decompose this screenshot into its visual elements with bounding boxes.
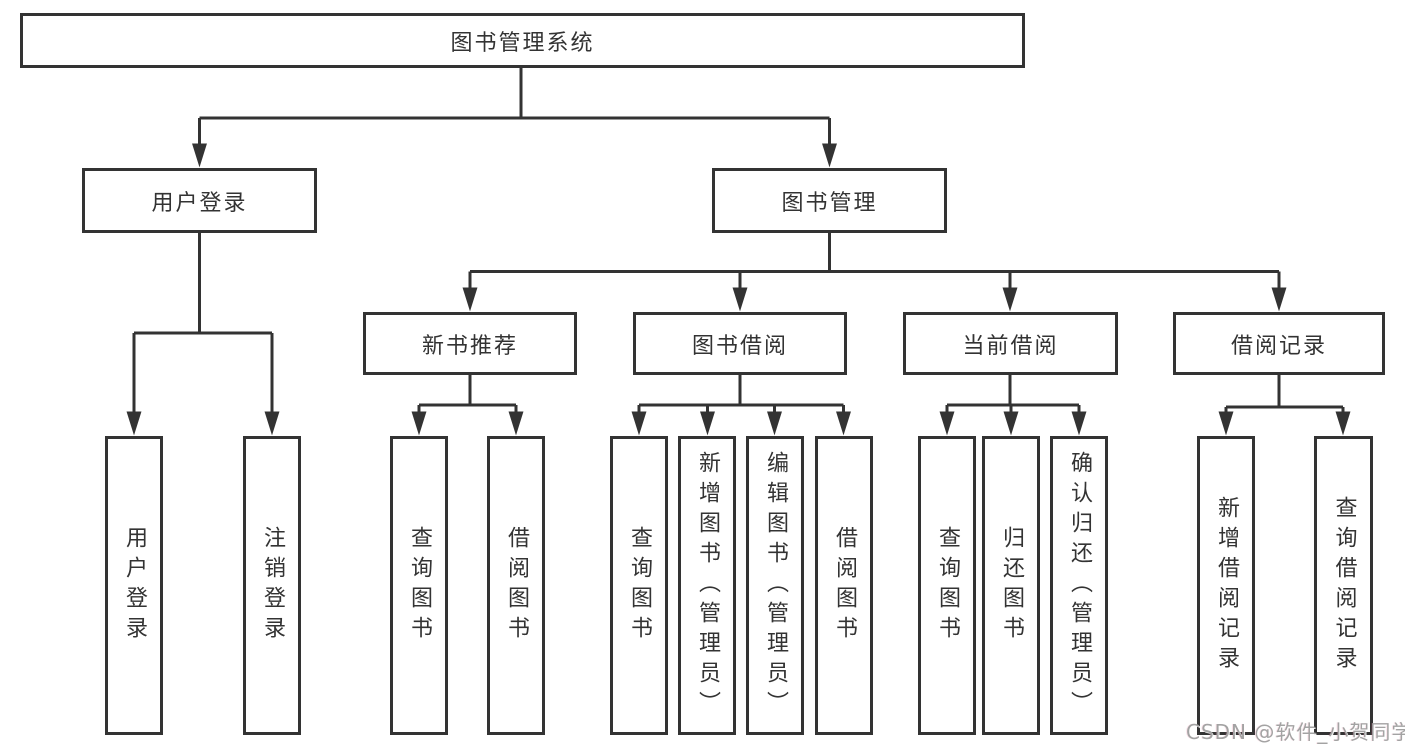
leaf-borrow-books: 借阅图书 xyxy=(815,436,873,735)
leaf-edit-books-admin: 编辑图书（管理员） xyxy=(746,436,804,735)
node-label: 归还图书 xyxy=(999,525,1024,646)
node-label: 新书推荐 xyxy=(421,333,518,359)
leaf-add-borrow-record: 新增借阅记录 xyxy=(1197,436,1255,735)
node-book-borrow: 图书借阅 xyxy=(633,312,847,375)
node-label: 新增借阅记录 xyxy=(1214,495,1239,676)
node-label: 当前借阅 xyxy=(962,333,1059,359)
node-current-borrow: 当前借阅 xyxy=(903,312,1118,375)
node-label: 注销登录 xyxy=(260,525,285,646)
node-label: 新增图书（管理员） xyxy=(695,450,720,721)
node-book-management: 图书管理 xyxy=(712,168,947,233)
node-label: 确认归还（管理员） xyxy=(1067,450,1092,721)
node-root-library-system: 图书管理系统 xyxy=(20,13,1025,68)
node-user-login: 用户登录 xyxy=(82,168,317,233)
leaf-logout: 注销登录 xyxy=(243,436,301,735)
leaf-query-books-current: 查询图书 xyxy=(918,436,976,735)
node-label: 借阅图书 xyxy=(832,525,857,646)
csdn-watermark: CSDN @软件_小贺同学 xyxy=(1186,720,1405,744)
node-label: 查询图书 xyxy=(935,525,960,646)
node-label: 查询借阅记录 xyxy=(1331,495,1357,676)
node-borrow-records: 借阅记录 xyxy=(1173,312,1385,375)
node-label: 图书管理系统 xyxy=(450,30,595,56)
leaf-user-login: 用户登录 xyxy=(105,436,163,735)
node-label: 图书借阅 xyxy=(691,333,788,359)
node-new-book-recommend: 新书推荐 xyxy=(363,312,577,375)
node-label: 借阅记录 xyxy=(1230,333,1327,359)
leaf-borrow-books-recommend: 借阅图书 xyxy=(487,436,545,735)
leaf-query-books-borrow: 查询图书 xyxy=(610,436,668,735)
node-label: 编辑图书（管理员） xyxy=(763,450,788,721)
leaf-query-borrow-record: 查询借阅记录 xyxy=(1314,436,1373,735)
leaf-query-books-recommend: 查询图书 xyxy=(390,436,448,735)
leaf-confirm-return-admin: 确认归还（管理员） xyxy=(1050,436,1108,735)
node-label: 查询图书 xyxy=(407,525,432,646)
node-label: 查询图书 xyxy=(627,525,652,646)
node-label: 图书管理 xyxy=(781,190,878,216)
node-label: 用户登录 xyxy=(122,525,147,646)
leaf-add-books-admin: 新增图书（管理员） xyxy=(678,436,736,735)
node-label: 用户登录 xyxy=(151,190,248,216)
node-label: 借阅图书 xyxy=(504,525,529,646)
leaf-return-books: 归还图书 xyxy=(982,436,1040,735)
